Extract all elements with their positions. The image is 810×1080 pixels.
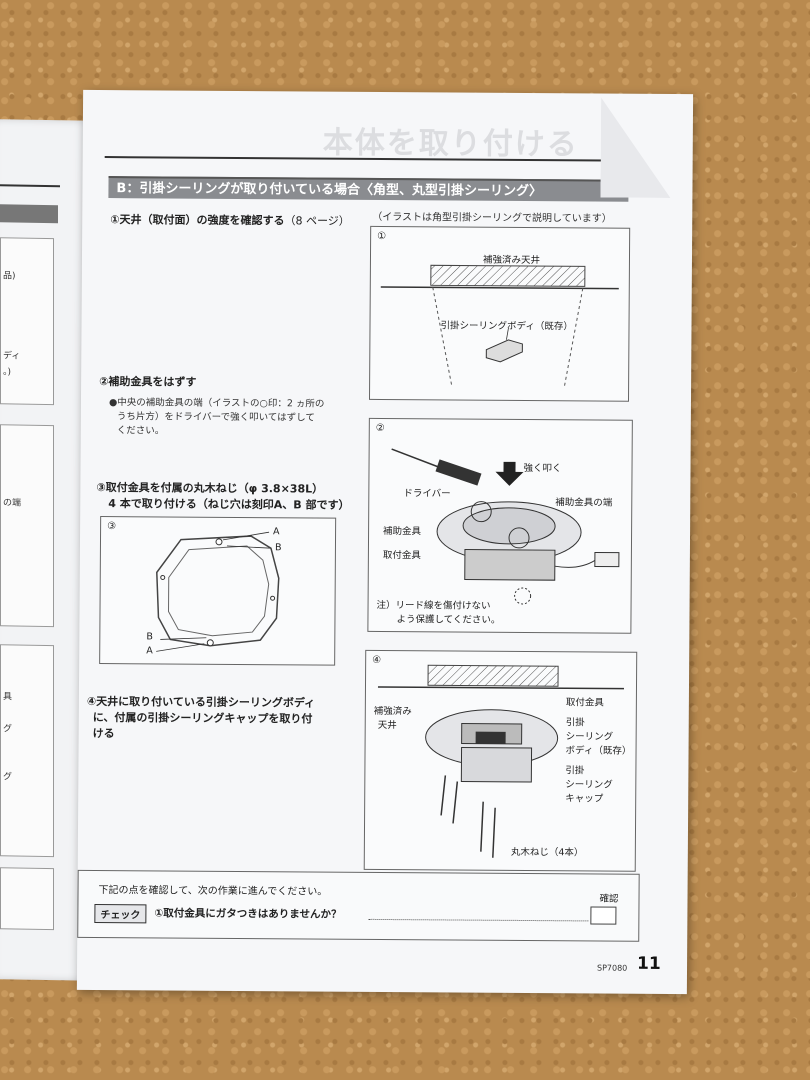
check-intro: 下記の点を確認して、次の作業に進んでください。 xyxy=(98,885,328,898)
left-text: グ xyxy=(3,724,13,735)
label-b-bottom: B xyxy=(146,631,153,643)
step-1: ①天井（取付面）の強度を確認する（8 ページ） xyxy=(110,212,350,230)
step-2-line: うち片方）をドライバーで強く叩いてはずして xyxy=(116,411,315,424)
left-page-box: の端 xyxy=(0,424,54,628)
left-page-bar xyxy=(0,204,58,224)
check-item: ①取付金具にガタつきはありませんか？ xyxy=(154,907,342,921)
ceiling-drawing xyxy=(380,264,619,389)
check-dotted-line xyxy=(368,918,589,922)
left-text: 品) xyxy=(3,271,16,282)
label-ceiling-cap: 引掛 xyxy=(565,765,585,777)
ghost-title: 本体を取り付ける xyxy=(322,125,579,163)
step-4-line: ④天井に取り付いている引掛シーリングボディ xyxy=(86,694,316,710)
label-screwdriver: ドライバー xyxy=(403,488,451,500)
step-2-line: ください。 xyxy=(116,425,165,437)
left-text: の端 xyxy=(3,498,22,509)
label-a-top: A xyxy=(273,526,280,538)
label-lead-wire-note: よう保護してください。 xyxy=(396,614,501,626)
step-2: ②補助金具をはずす xyxy=(99,375,197,389)
illustration-note: （イラストは角型引掛シーリングで説明しています） xyxy=(372,211,612,225)
step-2-line: ●中央の補助金具の端（イラストの○印：2 ヵ所の xyxy=(108,397,325,410)
check-section: 下記の点を確認して、次の作業に進んでください。 チェック ①取付金具にガタつきは… xyxy=(77,869,640,942)
folded-corner xyxy=(600,97,671,197)
step-3: ③取付金具を付属の丸木ねじ（φ 3.8×38L） 4 本で取り付ける（ねじ穴は刻… xyxy=(96,480,349,514)
label-tap-hard: 強く叩く xyxy=(523,462,562,475)
label-mount-bracket: 取付金具 xyxy=(382,549,421,562)
left-text: ディ xyxy=(3,351,21,362)
figure-1: ① 補強済み天井 引掛シーリングボディ（既存） xyxy=(368,225,631,402)
label-reinforced-ceiling: 天井 xyxy=(377,719,397,732)
step-4-line: に、付属の引掛シーリングキャップを取り付 xyxy=(92,710,313,726)
label-a-bottom: A xyxy=(146,645,153,657)
step-4-line: ける xyxy=(92,726,115,741)
label-ceiling-cap: シーリング xyxy=(565,779,613,791)
cap-install-drawing xyxy=(377,664,624,858)
label-ceiling-body: 引掛シーリングボディ（既存） xyxy=(440,320,573,333)
figure-4: ④ 取付金具 補強済み 天井 引掛 シーリング ボディ（既存） 引掛 シーリング… xyxy=(363,649,638,872)
label-wood-screws: 丸木ねじ（4本） xyxy=(510,846,584,859)
label-lead-wire-note: 注）リード線を傷付けない xyxy=(376,599,491,612)
model-number: SP7080 xyxy=(596,963,628,973)
label-aux-bracket: 補助金具 xyxy=(383,525,422,538)
label-ceiling-body: ボディ（既存） xyxy=(565,745,632,757)
figure-2: ② 強く叩く ドライバー 補助金具の端 補助金具 取付金具 注）リード線を傷付け… xyxy=(367,417,633,634)
mounting-plate-drawing xyxy=(156,531,280,652)
section-title: B：引掛シーリングが取り付いている場合〈角型、丸型引掛シーリング〉 xyxy=(108,176,629,202)
page-number: 11 xyxy=(636,953,661,974)
step-1-ref: （8 ページ） xyxy=(284,214,350,228)
label-ceiling-cap: キャップ xyxy=(565,793,604,805)
step-4: ④天井に取り付いている引掛シーリングボディ に、付属の引掛シーリングキャップを取… xyxy=(87,694,316,744)
confirm-label: 確認 xyxy=(599,893,619,905)
step-1-text: ①天井（取付面）の強度を確認する xyxy=(110,213,285,228)
check-tag: チェック xyxy=(94,903,147,924)
label-bracket-edge: 補助金具の端 xyxy=(555,497,613,509)
step-3-line: ③取付金具を付属の丸木ねじ（φ 3.8×38L） xyxy=(96,480,324,496)
left-text: グ xyxy=(3,772,13,783)
left-page-box xyxy=(0,867,54,931)
label-ceiling-body: シーリング xyxy=(565,731,614,743)
left-page-box: 品) ディ 。) xyxy=(0,237,54,406)
label-ceiling-body: 引掛 xyxy=(565,717,585,729)
confirm-checkbox[interactable] xyxy=(590,906,617,925)
remove-bracket-drawing xyxy=(391,448,620,605)
label-reinforced-ceiling: 補強済み天井 xyxy=(482,254,541,267)
left-text: 具 xyxy=(3,692,13,703)
left-page-rule xyxy=(0,184,60,188)
label-mount-bracket: 取付金具 xyxy=(565,697,604,709)
manual-page: 本体を取り付ける B：引掛シーリングが取り付いている場合〈角型、丸型引掛シーリン… xyxy=(76,89,694,995)
label-reinforced-ceiling: 補強済み xyxy=(373,705,412,718)
label-b-top: B xyxy=(274,542,282,554)
figure-3: ③ A B B A xyxy=(99,516,337,666)
left-text: 。) xyxy=(3,367,12,378)
step-2-detail: ●中央の補助金具の端（イラストの○印：2 ヵ所の うち片方）をドライバーで強く叩… xyxy=(109,396,325,440)
step-3-line: 4 本で取り付ける（ねじ穴は刻印A、B 部です） xyxy=(108,497,350,512)
left-page-box: 具 グ グ xyxy=(0,644,54,858)
